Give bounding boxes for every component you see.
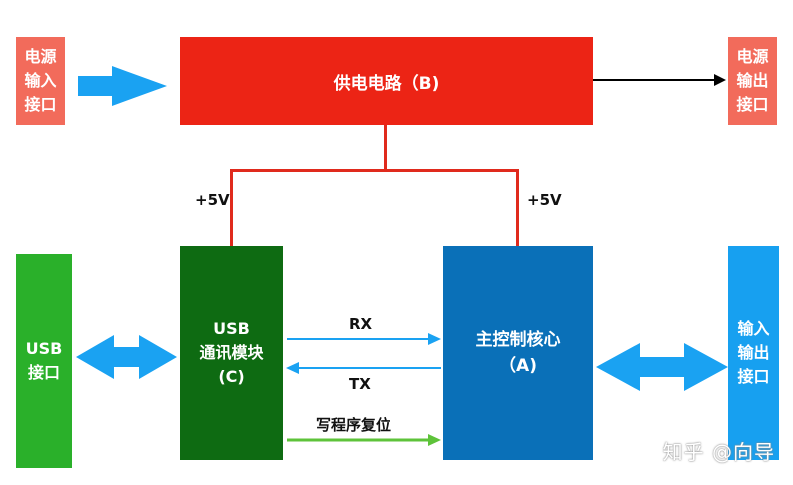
power-input-line1: 电源 xyxy=(24,47,57,66)
main-core-line2: （A) xyxy=(499,356,537,376)
io-line1: 输入 xyxy=(737,319,770,338)
main-core-line1: 主控制核心 xyxy=(475,330,561,350)
power-output-arrow-head xyxy=(714,74,726,86)
power-output-line1: 电源 xyxy=(736,47,769,66)
wire-to-usb-module xyxy=(230,169,233,248)
power-input-line2: 输入 xyxy=(24,71,57,90)
usb-module-line1: USB xyxy=(213,319,250,338)
power-input-arrow xyxy=(78,66,167,106)
io-line3: 接口 xyxy=(737,367,770,386)
usb-port-line2: 接口 xyxy=(27,363,60,382)
reset-arrow-head xyxy=(428,434,441,446)
tx-arrow-head xyxy=(286,362,299,374)
label-rx: RX xyxy=(349,315,373,333)
io-interface: 输入 输出 接口 xyxy=(728,246,779,460)
usb-communication-module: USB 通讯模块 (C) xyxy=(180,246,283,460)
main-control-core: 主控制核心 （A) xyxy=(443,246,593,460)
power-input-line3: 接口 xyxy=(24,95,57,114)
wire-power-horizontal xyxy=(230,169,519,172)
watermark: 知乎 @向导 xyxy=(662,440,775,464)
power-circuit-label: 供电电路（B) xyxy=(333,73,440,94)
power-circuit-block: 供电电路（B) xyxy=(180,37,593,125)
power-output-line2: 输出 xyxy=(736,71,769,90)
label-5v-right: +5V xyxy=(527,191,562,209)
label-reset: 写程序复位 xyxy=(316,416,392,434)
power-output-interface: 电源 输出 接口 xyxy=(728,37,777,125)
label-tx: TX xyxy=(349,375,371,393)
wire-to-main-core xyxy=(516,169,519,248)
power-output-line3: 接口 xyxy=(736,95,769,114)
usb-port-line1: USB xyxy=(25,339,63,358)
io-line2: 输出 xyxy=(737,343,770,362)
usb-port: USB 接口 xyxy=(16,254,72,468)
usb-double-arrow xyxy=(76,335,177,379)
wire-power-vertical xyxy=(384,125,387,171)
usb-module-line3: (C) xyxy=(218,367,245,386)
power-input-interface: 电源 输入 接口 xyxy=(16,37,65,125)
label-5v-left: +5V xyxy=(195,191,230,209)
rx-arrow-head xyxy=(428,333,441,345)
io-double-arrow xyxy=(596,343,728,391)
usb-module-line2: 通讯模块 xyxy=(199,343,264,362)
